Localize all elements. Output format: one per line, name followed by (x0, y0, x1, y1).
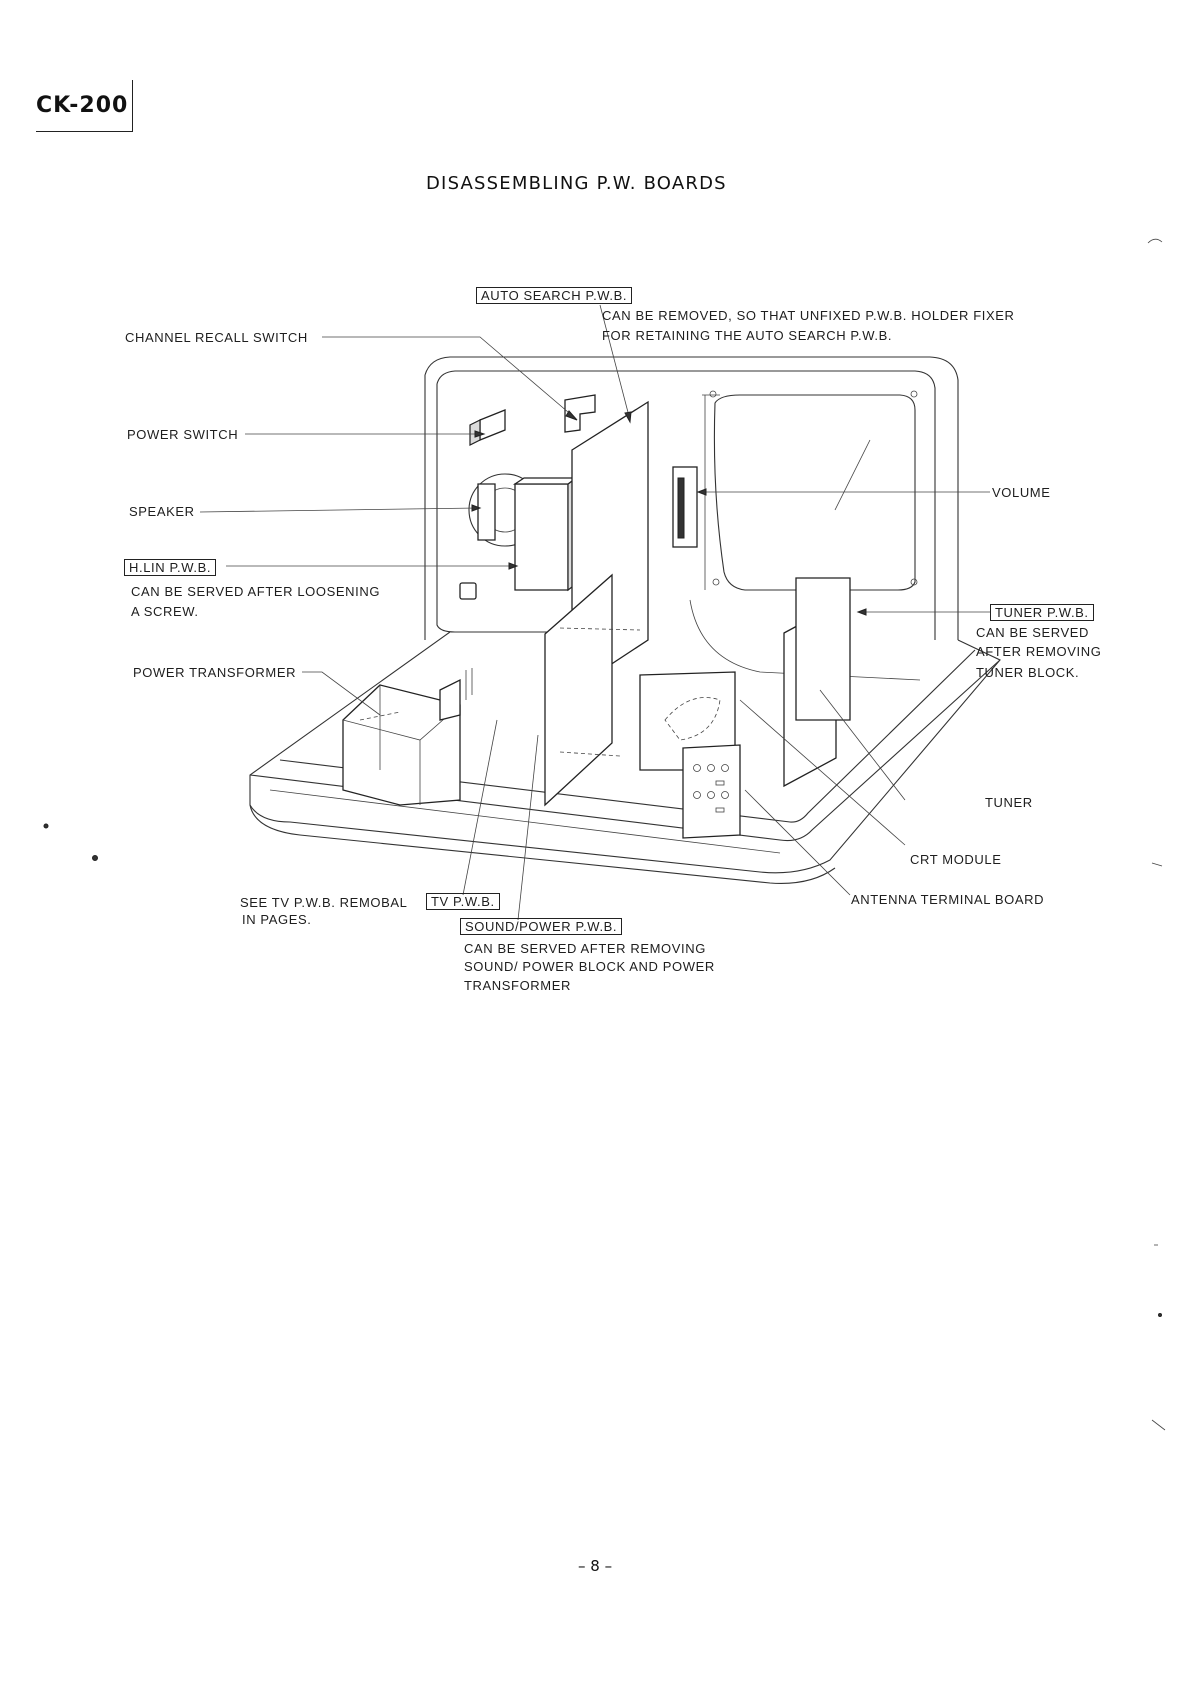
cabinet-base-tray (249, 631, 1001, 874)
tv-pwb (544, 573, 613, 807)
label-antenna-terminal-board: ANTENNA TERMINAL BOARD (851, 892, 1045, 907)
leader-power-transformer (302, 671, 381, 716)
label-crt-module: CRT MODULE (910, 852, 1002, 867)
page-number: – 8 – (578, 1557, 613, 1575)
label-tv-pwb: TV P.W.B. (426, 893, 500, 910)
model-number: CK-200 (36, 93, 129, 118)
leader-speaker (199, 507, 479, 513)
crt-screen (713, 394, 916, 591)
note-sound-power-1: CAN BE SERVED AFTER REMOVING (464, 941, 706, 956)
leader-tuner (819, 689, 906, 801)
label-power-switch: POWER SWITCH (127, 427, 239, 442)
label-tuner: TUNER (985, 795, 1033, 810)
page-title: DISASSEMBLING P.W. BOARDS (426, 173, 727, 194)
label-h-lin-pwb: H.LIN P.W.B. (124, 559, 217, 576)
label-channel-recall-switch: CHANNEL RECALL SWITCH (125, 330, 308, 345)
volume-control (672, 466, 698, 548)
leader-sound-power (517, 734, 539, 921)
label-tuner-pwb: TUNER P.W.B. (990, 604, 1094, 621)
note-tv-pwb-1: SEE TV P.W.B. REMOBAL (240, 895, 408, 910)
note-sound-power-3: TRANSFORMER (464, 978, 571, 993)
label-sound-power-pwb: SOUND/POWER P.W.B. (460, 918, 623, 935)
note-tv-pwb-2: IN PAGES. (242, 912, 312, 927)
note-auto-search-2: FOR RETAINING THE AUTO SEARCH P.W.B. (602, 328, 893, 343)
channel-recall-switch-part (564, 394, 596, 433)
note-sound-power-2: SOUND/ POWER BLOCK AND POWER (464, 959, 715, 974)
h-lin-pwb (514, 483, 569, 591)
note-h-lin-2: A SCREW. (131, 604, 199, 619)
cabinet-back-outer (424, 356, 959, 640)
leader-crt-module (739, 699, 906, 846)
label-volume: VOLUME (992, 485, 1051, 500)
label-auto-search-pwb: AUTO SEARCH P.W.B. (476, 287, 633, 304)
note-tuner-2: AFTER REMOVING (976, 644, 1102, 659)
leader-channel-recall (322, 336, 576, 419)
note-tuner-3: TUNER BLOCK. (976, 665, 1080, 680)
leader-auto-search (599, 304, 631, 421)
power-switch-part (479, 409, 506, 441)
label-speaker: SPEAKER (129, 504, 195, 519)
label-power-transformer: POWER TRANSFORMER (133, 665, 297, 680)
leader-tv-pwb (462, 719, 498, 896)
note-h-lin-1: CAN BE SERVED AFTER LOOSENING (131, 584, 381, 599)
leader-antenna-terminal (744, 789, 851, 896)
note-auto-search-1: CAN BE REMOVED, SO THAT UNFIXED P.W.B. H… (602, 308, 1015, 323)
note-tuner-1: CAN BE SERVED (976, 625, 1090, 640)
cabinet-back-inner (436, 370, 936, 640)
header-rule-vertical (132, 80, 133, 132)
header-rule-horizontal (36, 131, 133, 132)
